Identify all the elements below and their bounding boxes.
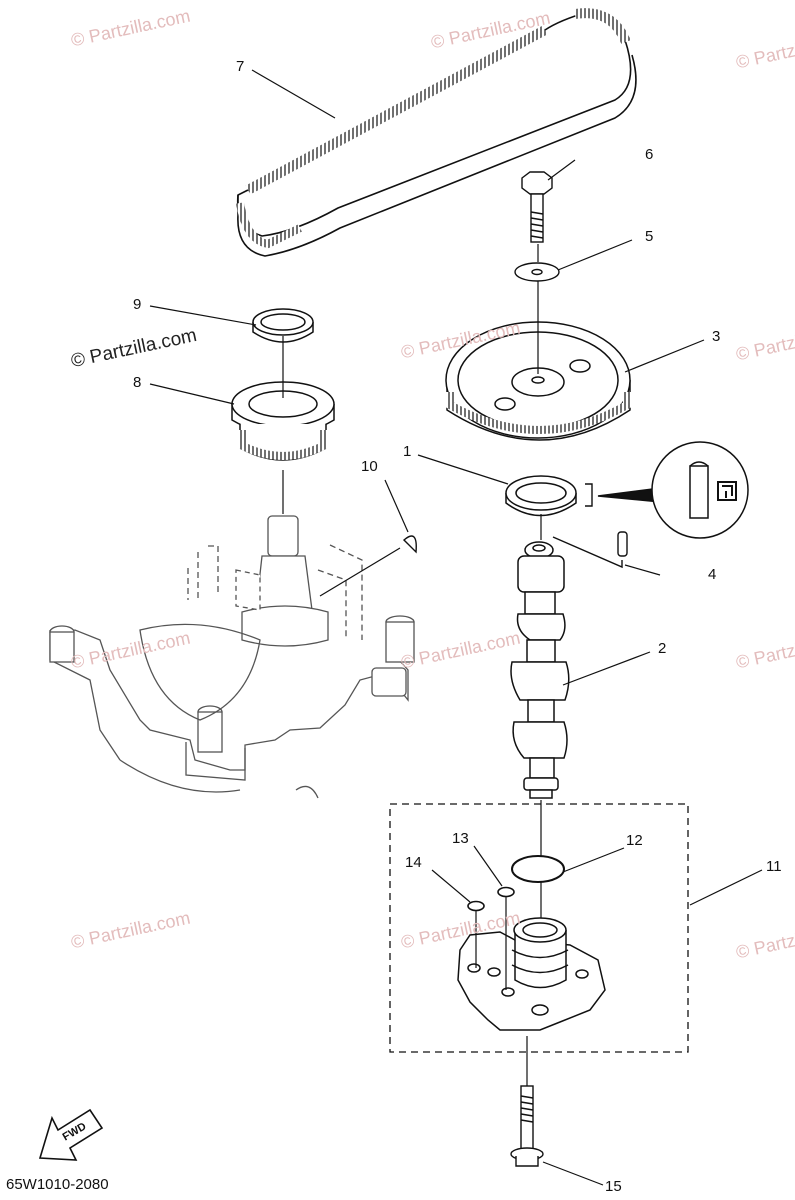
bracket-pointer (585, 483, 661, 507)
bolt-6 (521, 171, 553, 243)
oil-seal-9 (252, 308, 314, 343)
leader-lines (149, 69, 763, 1186)
oil-seal-1 (505, 475, 577, 517)
pump-dashed-box (389, 803, 689, 1053)
callout-14: 14 (405, 854, 422, 871)
fwd-arrow-icon (38, 1108, 104, 1161)
callout-13: 13 (452, 830, 469, 847)
callout-12: 12 (626, 832, 643, 849)
o-ring-13 (497, 886, 515, 898)
oil-pump-11 (457, 917, 606, 1031)
callout-15: 15 (605, 1178, 622, 1195)
housing-8 (231, 381, 335, 461)
woodruff-key-10 (402, 535, 417, 554)
callout-4: 4 (708, 566, 717, 583)
callout-6: 6 (645, 146, 654, 163)
camshaft-2 (510, 541, 570, 799)
camshaft-pulley (445, 321, 631, 441)
callout-8: 8 (133, 374, 142, 391)
dowel-pin-4 (552, 531, 628, 569)
sealant-detail-circle (651, 441, 749, 539)
callout-3: 3 (712, 328, 721, 345)
callout-1: 1 (403, 443, 412, 460)
o-ring-14 (467, 900, 485, 912)
callout-2: 2 (658, 640, 667, 657)
callout-10: 10 (361, 458, 378, 475)
o-ring-12 (511, 855, 565, 883)
drawing-code: 65W1010-2080 (6, 1176, 109, 1193)
callout-5: 5 (645, 228, 654, 245)
callout-9: 9 (133, 296, 142, 313)
bolt-15 (510, 1085, 544, 1167)
callout-7: 7 (236, 58, 245, 75)
washer-5 (514, 262, 560, 282)
cylinder-head (49, 515, 415, 799)
callout-11: 11 (766, 858, 782, 875)
timing-belt (236, 8, 637, 257)
